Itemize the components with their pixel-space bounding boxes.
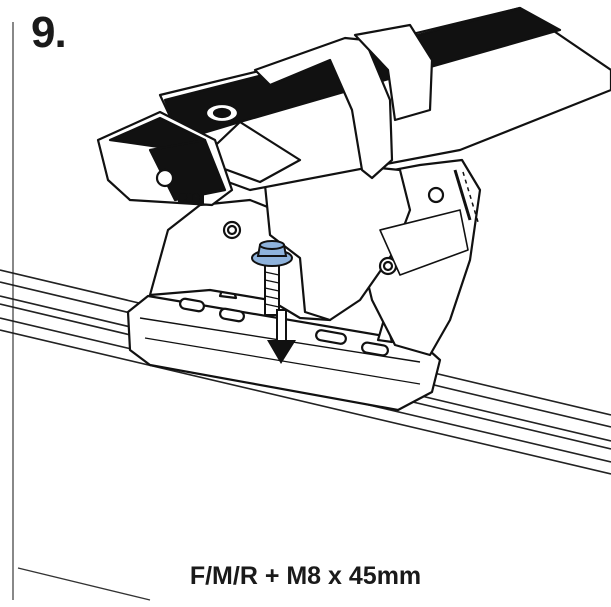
step-number: 9. [31,8,67,57]
arrow-down-icon [267,309,296,364]
foot-tower [148,158,482,357]
bolt [251,240,293,316]
lower-outline-curve [17,567,151,601]
caption-label: F/M/R + M8 x 45mm [189,562,422,590]
bar-end-cap: P38 [96,110,234,207]
part-mark-label: P38 [180,194,199,204]
clamp-strap [253,23,434,180]
